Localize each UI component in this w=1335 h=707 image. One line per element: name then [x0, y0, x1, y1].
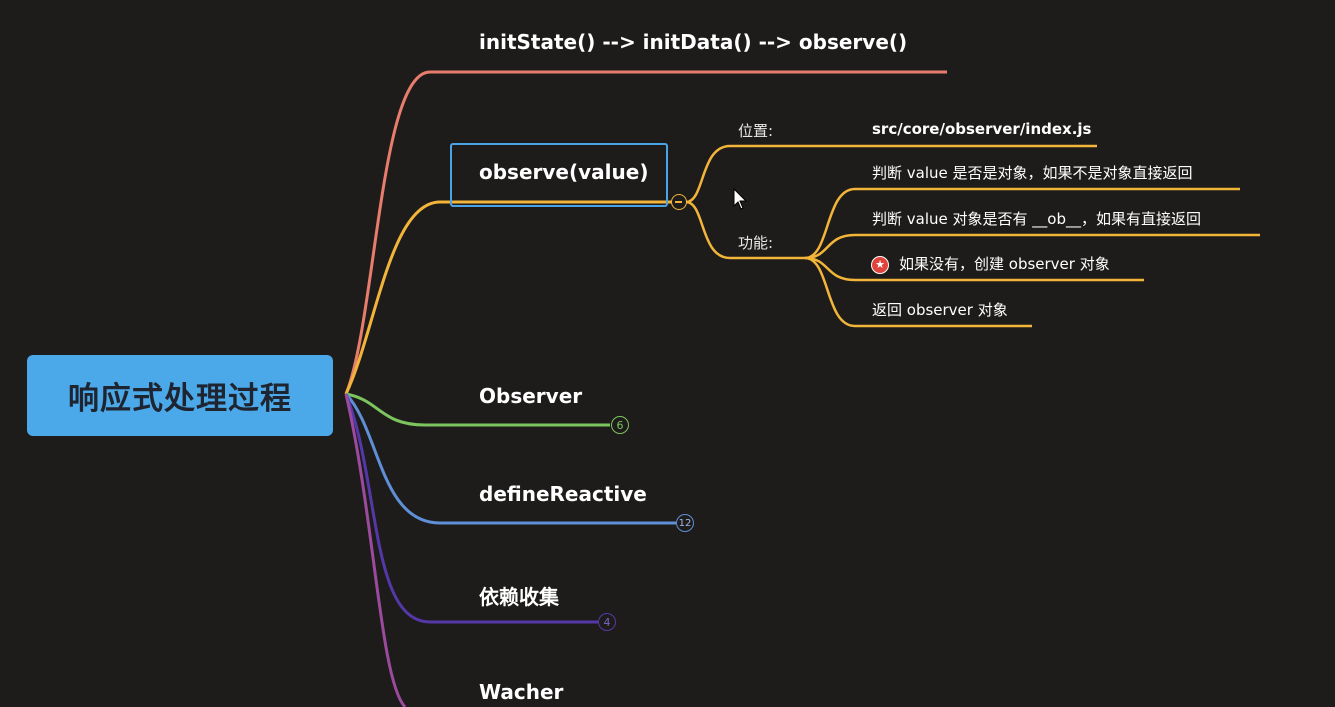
- node-function-item-3[interactable]: ★ 如果没有，创建 observer 对象: [871, 253, 1110, 274]
- node-location-key[interactable]: 位置:: [738, 120, 773, 141]
- node-function-item-4-label: 返回 observer 对象: [872, 301, 1008, 319]
- node-observer-count: 6: [616, 418, 624, 432]
- node-define-reactive-count-badge[interactable]: 12: [676, 514, 694, 532]
- node-observe[interactable]: observe(value): [479, 160, 648, 184]
- connector-function: [685, 200, 805, 260]
- connector-define-reactive: [344, 392, 676, 525]
- node-function-item-1-label: 判断 value 是否是对象，如果不是对象直接返回: [872, 164, 1193, 182]
- connector-dependency: [344, 393, 598, 624]
- star-icon: ★: [871, 255, 889, 274]
- node-watcher[interactable]: Wacher: [479, 680, 563, 704]
- root-node[interactable]: 响应式处理过程: [27, 355, 333, 436]
- node-dependency-label: 依赖收集: [479, 585, 559, 609]
- node-define-reactive-count: 12: [678, 517, 692, 529]
- node-observer-count-badge[interactable]: 6: [611, 416, 629, 434]
- connector-function-item-2: [804, 233, 1260, 260]
- node-init-chain-label: initState() --> initData() --> observe(): [479, 30, 908, 54]
- root-title: 响应式处理过程: [68, 381, 292, 417]
- node-function-item-4[interactable]: 返回 observer 对象: [872, 299, 1008, 320]
- connector-function-item-4: [804, 256, 1032, 328]
- connector-observer: [345, 392, 610, 427]
- node-function-key[interactable]: 功能:: [738, 232, 773, 253]
- node-dependency-count-badge[interactable]: 4: [598, 613, 616, 631]
- collapse-icon[interactable]: [671, 194, 687, 210]
- node-observer[interactable]: Observer: [479, 384, 582, 408]
- node-function-item-3-label: 如果没有，创建 observer 对象: [899, 255, 1110, 273]
- connector-location: [685, 144, 1097, 204]
- node-define-reactive-label: defineReactive: [479, 482, 647, 506]
- node-observe-label: observe(value): [479, 160, 649, 184]
- node-dependency-count: 4: [603, 615, 611, 629]
- connector-init-chain: [344, 70, 947, 395]
- node-observer-label: Observer: [479, 384, 583, 408]
- node-function-item-2-label: 判断 value 对象是否有 __ob__，如果有直接返回: [872, 210, 1201, 228]
- node-function-item-2[interactable]: 判断 value 对象是否有 __ob__，如果有直接返回: [872, 208, 1201, 229]
- node-function-item-1[interactable]: 判断 value 是否是对象，如果不是对象直接返回: [872, 162, 1193, 183]
- node-function-key-label: 功能:: [738, 234, 774, 252]
- connector-function-item-1: [804, 187, 1240, 260]
- mouse-cursor-icon: [733, 188, 748, 210]
- node-define-reactive[interactable]: defineReactive: [479, 482, 647, 506]
- selected-node-frame: [450, 143, 668, 207]
- node-location-value-label: src/core/observer/index.js: [872, 120, 1092, 138]
- node-location-key-label: 位置:: [738, 122, 774, 140]
- node-init-chain[interactable]: initState() --> initData() --> observe(): [479, 30, 907, 54]
- connector-function-item-3: [804, 256, 1144, 282]
- connector-watcher: [344, 393, 407, 707]
- node-location-value[interactable]: src/core/observer/index.js: [872, 120, 1092, 138]
- node-watcher-label: Wacher: [479, 680, 564, 704]
- node-dependency[interactable]: 依赖收集: [479, 581, 559, 610]
- connector-observe: [344, 200, 672, 395]
